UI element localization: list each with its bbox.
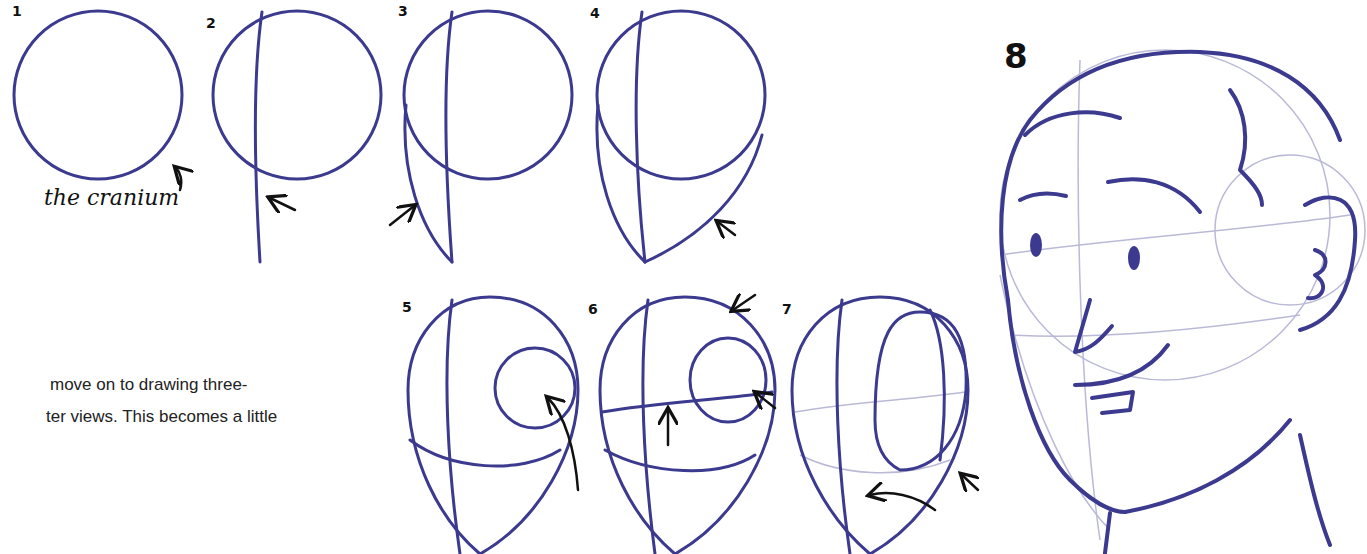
step-number: 3 — [398, 4, 408, 19]
step-number: 2 — [206, 16, 216, 31]
step-number: 6 — [588, 302, 598, 317]
step-number: 4 — [590, 6, 600, 21]
body-text: ter views. This becomes a little — [46, 408, 277, 427]
body-text: move on to drawing three- — [50, 376, 248, 395]
step-number: 1 — [12, 4, 22, 19]
step-number: 5 — [402, 300, 412, 315]
step-number: 7 — [782, 302, 792, 317]
step-number: 8 — [1004, 38, 1028, 75]
part-label: the cranium — [44, 186, 179, 210]
